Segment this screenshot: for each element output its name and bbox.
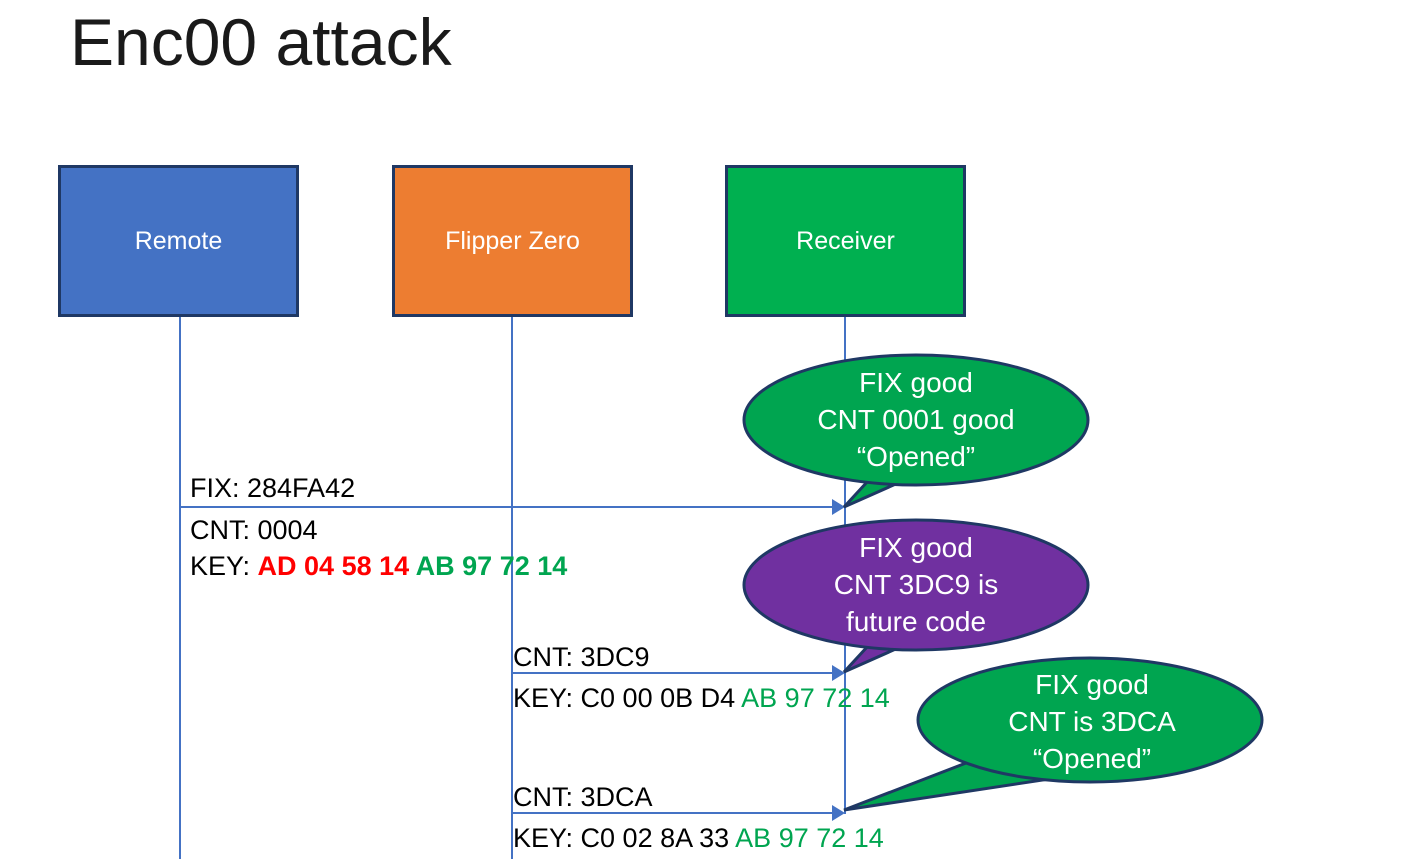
- actor-box-receiver[interactable]: Receiver: [725, 165, 966, 317]
- callout-shape-2: [742, 518, 1090, 674]
- message-3-key-prefix: KEY: C0 02 8A 33: [513, 823, 736, 853]
- message-arrowhead-2: [832, 665, 845, 681]
- message-line-1: [180, 506, 842, 508]
- message-1-key-seg-2: AB 97 72 14: [415, 551, 568, 581]
- callout-shape-1: [742, 353, 1090, 509]
- message-line-2: [512, 672, 842, 674]
- message-1-line-3: KEY: AD 04 58 14 AB 97 72 14: [190, 550, 567, 582]
- message-1-key-seg-1: AD 04 58 14: [257, 551, 416, 581]
- actor-label-flipper-zero: Flipper Zero: [445, 226, 580, 255]
- actor-box-remote[interactable]: Remote: [58, 165, 299, 317]
- message-3-key-seg-1: AB 97 72 14: [735, 823, 884, 853]
- message-2-line-1: CNT: 3DC9: [513, 642, 650, 672]
- actor-label-remote: Remote: [134, 226, 223, 255]
- message-1-line-1: FIX: 284FA42: [190, 473, 356, 503]
- message-1-line-2: CNT: 0004: [190, 515, 318, 545]
- lifeline-remote: [179, 317, 181, 859]
- message-3-line-2: KEY: C0 02 8A 33 AB 97 72 14: [513, 822, 884, 854]
- message-2-key-prefix: KEY: C0 00 0B D4: [513, 683, 742, 713]
- lifeline-flipper: [511, 317, 513, 859]
- message-line-3: [512, 812, 842, 814]
- message-1-key-prefix: KEY:: [190, 551, 258, 581]
- message-arrowhead-3: [832, 805, 845, 821]
- callout-bubble-fix-good-cnt-3dca[interactable]: FIX good CNT is 3DCA “Opened”: [838, 656, 1266, 818]
- page-title: Enc00 attack: [70, 5, 452, 79]
- actor-box-flipper-zero[interactable]: Flipper Zero: [392, 165, 633, 317]
- callout-bubble-fix-good-cnt-0001[interactable]: FIX good CNT 0001 good “Opened”: [742, 352, 1090, 512]
- actor-label-receiver: Receiver: [796, 226, 895, 255]
- message-arrowhead-1: [832, 499, 845, 515]
- message-2-key-seg-1: AB 97 72 14: [741, 683, 890, 713]
- callout-shape-3: [843, 656, 1264, 812]
- message-2-line-2: KEY: C0 00 0B D4 AB 97 72 14: [513, 682, 890, 714]
- message-3-line-1: CNT: 3DCA: [513, 782, 653, 812]
- callout-bubble-future-code[interactable]: FIX good CNT 3DC9 is future code: [742, 517, 1090, 677]
